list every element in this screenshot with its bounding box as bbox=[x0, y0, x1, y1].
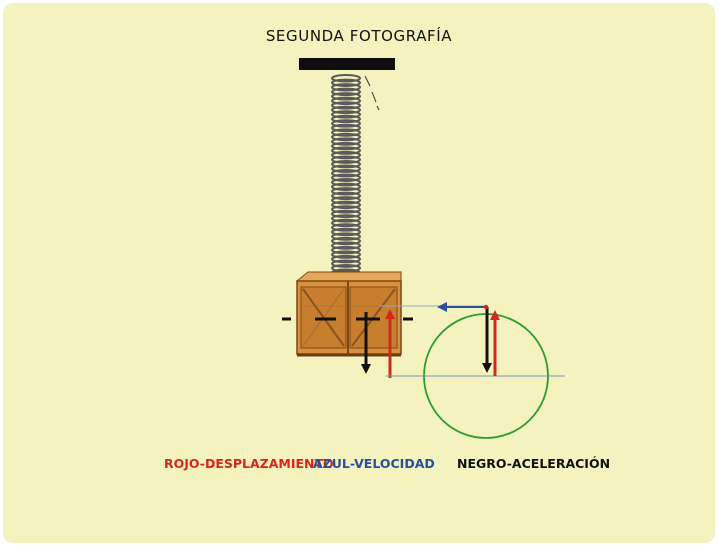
spring-coil bbox=[331, 110, 361, 119]
spring-coil bbox=[331, 119, 361, 128]
spring-coil bbox=[331, 209, 361, 219]
dashed-reference-line bbox=[364, 75, 380, 111]
spring-coil bbox=[331, 187, 361, 196]
spring-coil bbox=[331, 101, 361, 110]
spring-coil bbox=[331, 114, 361, 124]
spring-coil bbox=[331, 214, 361, 223]
spring-coil bbox=[331, 128, 361, 137]
spring-coil bbox=[331, 241, 361, 250]
spring-coil bbox=[331, 232, 361, 241]
spring-coil bbox=[331, 96, 361, 106]
spring-coil bbox=[331, 182, 361, 191]
spring-coil bbox=[331, 74, 361, 83]
spring-coil bbox=[331, 236, 361, 246]
legend-acceleration: NEGRO-ACELERACIÓN bbox=[457, 456, 611, 471]
spring-coil bbox=[331, 245, 361, 255]
spring-coil bbox=[331, 250, 361, 259]
spring-coil bbox=[331, 263, 361, 273]
spring-coil bbox=[331, 78, 361, 87]
crate bbox=[295, 271, 402, 357]
spring-coil bbox=[331, 205, 361, 214]
spring-coil bbox=[331, 259, 361, 268]
legend-velocity: AZUL-VELOCIDAD bbox=[313, 456, 435, 471]
spring-coil bbox=[331, 92, 361, 101]
spring-coil bbox=[331, 146, 361, 155]
spring-coil bbox=[331, 83, 361, 92]
spring-coil bbox=[331, 218, 361, 228]
spring-coil bbox=[331, 191, 361, 201]
spring-coil bbox=[331, 141, 361, 151]
spring-coil bbox=[331, 200, 361, 210]
spring-coil bbox=[331, 223, 361, 232]
rotating-point bbox=[483, 304, 489, 310]
spring-coil bbox=[331, 169, 361, 178]
spring-coil bbox=[331, 155, 361, 164]
spring bbox=[331, 74, 361, 286]
spring-coil bbox=[331, 137, 361, 146]
spring-coil bbox=[331, 87, 361, 97]
spring-coil bbox=[331, 196, 361, 205]
spring-coil bbox=[331, 164, 361, 173]
spring-coil bbox=[331, 105, 361, 115]
spring-coil bbox=[331, 132, 361, 142]
spring-coil bbox=[331, 254, 361, 264]
spring-coil bbox=[331, 227, 361, 237]
legend-displacement: ROJO-DESPLAZAMIENTO bbox=[164, 456, 334, 471]
ceiling-support bbox=[299, 58, 395, 70]
spring-coil bbox=[331, 159, 361, 169]
spring-coil bbox=[331, 173, 361, 182]
spring-coil bbox=[331, 178, 361, 187]
spring-coil bbox=[331, 150, 361, 160]
diagram-title: SEGUNDA FOTOGRAFÍA bbox=[265, 27, 453, 45]
spring-coil bbox=[331, 123, 361, 133]
